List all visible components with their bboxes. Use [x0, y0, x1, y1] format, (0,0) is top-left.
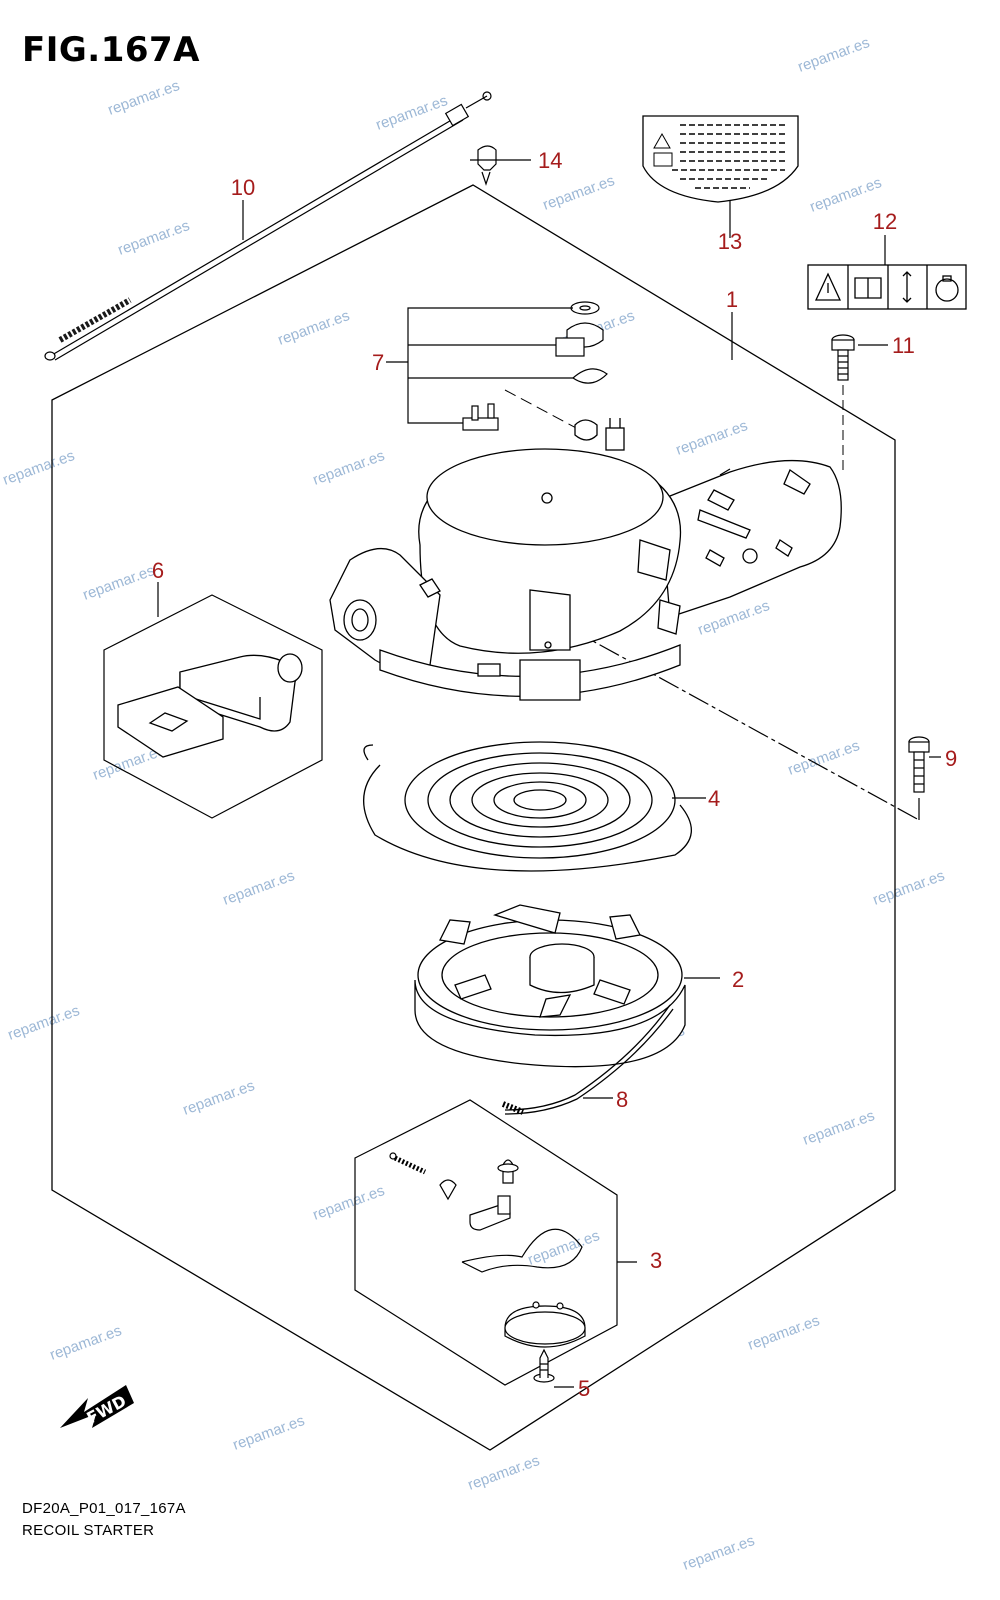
callout-5: 5 [578, 1376, 590, 1401]
callouts: 1 2 3 4 5 6 7 8 9 10 11 12 13 14 [152, 148, 957, 1401]
callout-4: 4 [708, 786, 720, 811]
watermark-text: repamar.es [6, 1002, 82, 1044]
watermark-text: repamar.es [106, 77, 182, 119]
callout-12: 12 [873, 209, 897, 234]
callout-6: 6 [152, 558, 164, 583]
assembly-frame [51, 184, 896, 1451]
bolt-part-11 [831, 334, 855, 381]
kit-frame-6 [103, 594, 323, 819]
callout-11: 11 [892, 333, 915, 358]
callout-1: 1 [726, 287, 738, 312]
callout-13: 13 [718, 229, 742, 254]
watermark-text: repamar.es [221, 867, 297, 909]
watermark-text: repamar.es [81, 562, 157, 604]
reel-part [414, 904, 686, 1068]
callout-7: 7 [372, 350, 384, 375]
watermark-text: repamar.es [48, 1322, 124, 1364]
watermark-text: repamar.es [801, 1107, 877, 1149]
bolt-part-9 [908, 736, 930, 793]
watermark-text: repamar.es [466, 1452, 542, 1494]
watermark-text: repamar.es [231, 1412, 307, 1454]
fwd-label: FWD [83, 1391, 129, 1427]
watermark-text: repamar.es [681, 1532, 757, 1574]
screw-part [533, 1348, 555, 1383]
watermark-text: repamar.es [1, 447, 77, 489]
watermark-text: repamar.es [871, 867, 947, 909]
callout-8: 8 [616, 1087, 628, 1112]
callout-3: 3 [650, 1248, 662, 1273]
callout-2: 2 [732, 967, 744, 992]
watermark-text: repamar.es [674, 417, 750, 459]
ratchet-kit-part [389, 1152, 586, 1348]
watermark-text: repamar.es [526, 1227, 602, 1269]
watermark-text: repamar.es [746, 1312, 822, 1354]
leader-lines [157, 159, 941, 1388]
callout-9: 9 [945, 746, 957, 771]
part-7-items [462, 301, 608, 431]
watermark-text: repamar.es [786, 737, 862, 779]
watermark-text: repamar.es [116, 217, 192, 259]
watermark-layer: repamar.es repamar.es repamar.es repamar.es… [1, 34, 947, 1574]
figure-code: DF20A_P01_017_167A [22, 1500, 186, 1517]
handle-part [117, 653, 303, 758]
forward-arrow-icon: FWD [60, 1385, 134, 1428]
figure-title: FIG.167A [22, 30, 200, 70]
warning-label-part [642, 115, 799, 203]
watermark-text: repamar.es [276, 307, 352, 349]
clip-part [470, 145, 505, 186]
figure-name: RECOIL STARTER [22, 1522, 155, 1539]
watermark-text: repamar.es [311, 1182, 387, 1224]
callout-14: 14 [538, 148, 562, 173]
watermark-text: repamar.es [181, 1077, 257, 1119]
cable-part [44, 91, 492, 361]
watermark-text: repamar.es [541, 172, 617, 214]
icon-label-part [807, 264, 967, 310]
watermark-text: repamar.es [311, 447, 387, 489]
watermark-text: repamar.es [796, 34, 872, 76]
recoil-spring-part [363, 741, 693, 872]
kit-frame-3 [354, 1099, 618, 1386]
starter-rope-part [501, 1004, 674, 1115]
callout-10: 10 [231, 175, 255, 200]
recoil-housing-part [329, 418, 842, 701]
